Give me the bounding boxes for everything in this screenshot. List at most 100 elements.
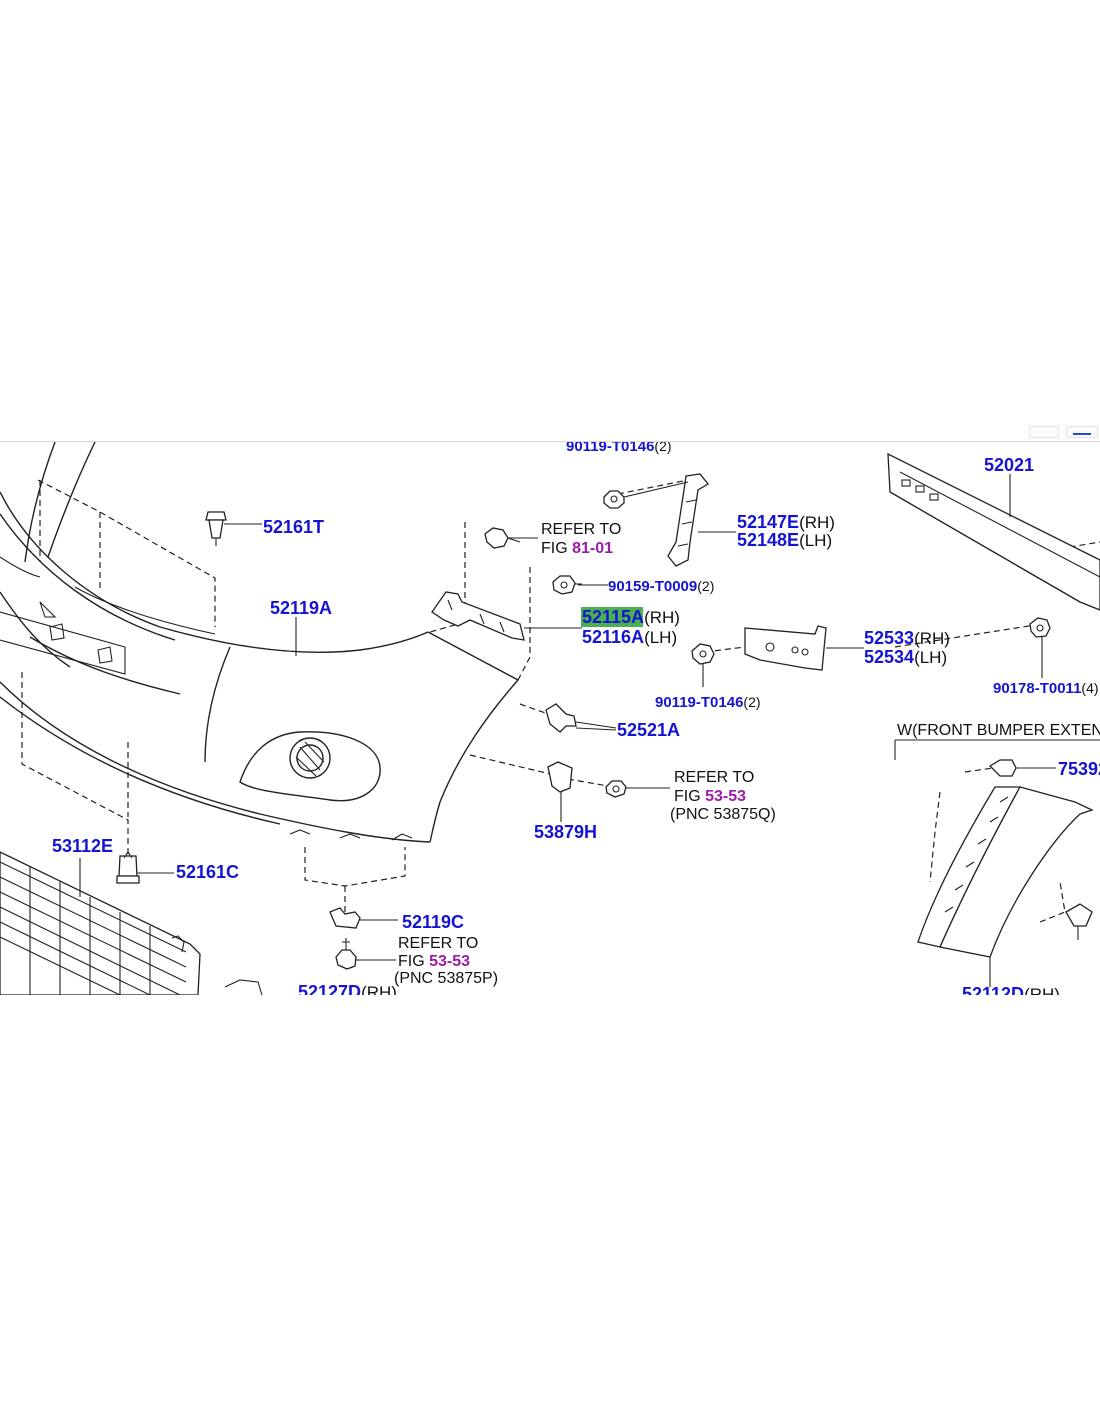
clip-52161C	[116, 851, 140, 884]
part-number[interactable]: 52521A	[617, 720, 680, 740]
svg-text:FIG 53-53: FIG 53-53	[674, 788, 746, 805]
fig-prefix: FIG	[541, 540, 572, 557]
bolt-refer-5353-a	[605, 780, 627, 798]
label-52521A[interactable]: 52521A	[617, 720, 680, 740]
bolt-90119-top	[603, 490, 625, 509]
side: (RH)	[799, 513, 835, 532]
side: (LH)	[799, 531, 832, 550]
svg-text:52116A(LH): 52116A(LH)	[582, 627, 677, 647]
quantity: (2)	[654, 442, 671, 454]
part-number[interactable]: 52112D	[962, 984, 1024, 995]
label-52534[interactable]: 52534(LH)	[864, 647, 947, 667]
label-refer-5353-a[interactable]: REFER TO FIG 53-53 (PNC 53875Q)	[670, 769, 776, 823]
front-bumper-extension-bracket	[894, 739, 1100, 760]
front-bumper-cover-drawing	[0, 442, 520, 843]
label-90178[interactable]: 90178-T0011(4)	[993, 680, 1099, 697]
svg-text:52533(RH): 52533(RH)	[864, 628, 950, 648]
part-number[interactable]: 90119-T0146	[655, 694, 743, 711]
label-75392[interactable]: 75392	[1058, 759, 1100, 779]
label-refer-81[interactable]: REFER TO FIG 81-01	[541, 521, 621, 557]
label-53112E[interactable]: 53112E	[52, 836, 113, 856]
label-52127D[interactable]: 52127D(RH)	[298, 982, 397, 995]
part-number[interactable]: 52127D	[298, 982, 361, 995]
pnc-text: (PNC 53875P)	[394, 970, 498, 987]
label-front-bumper-extension: W(FRONT BUMPER EXTENS	[897, 722, 1100, 739]
part-number[interactable]: 52148E	[737, 530, 799, 550]
quantity: (2)	[743, 694, 760, 710]
svg-text:52534(LH): 52534(LH)	[864, 647, 947, 667]
leader-lines	[79, 474, 1011, 961]
part-number[interactable]: 52021	[984, 455, 1034, 475]
side: (RH)	[914, 629, 950, 648]
section-heading: W(FRONT BUMPER EXTENS	[897, 722, 1100, 739]
part-number[interactable]: 52161T	[263, 517, 324, 537]
parts-diagram: 90119-T0146(2) 52021 52161T REFER TO FIG…	[0, 442, 1100, 995]
radiator-grille-53112E	[0, 851, 201, 995]
svg-text:90119-T0146(2): 90119-T0146(2)	[566, 442, 672, 455]
label-90159[interactable]: 90159-T0009(2)	[608, 578, 714, 595]
viewer-toolbar-button[interactable]	[1029, 426, 1059, 438]
part-number[interactable]: 52533	[864, 628, 914, 648]
label-90119-mid[interactable]: 90119-T0146(2)	[655, 694, 761, 711]
part-number[interactable]: 52147E	[737, 512, 799, 532]
part-number[interactable]: 90119-T0146	[566, 442, 654, 455]
extension-clip-small	[1065, 903, 1093, 940]
refer-text: REFER TO	[398, 935, 478, 952]
label-52119A[interactable]: 52119A	[270, 598, 332, 618]
svg-text:52127D(RH): 52127D(RH)	[298, 982, 397, 995]
svg-text:90178-T0011(4): 90178-T0011(4)	[993, 680, 1099, 697]
label-53879H[interactable]: 53879H	[534, 822, 597, 842]
side: (LH)	[644, 628, 677, 647]
svg-text:52115A(RH): 52115A(RH)	[582, 607, 680, 627]
viewer-toolbar-button-active[interactable]	[1066, 426, 1098, 438]
reinforcement-52021	[887, 452, 1100, 611]
part-number[interactable]: 75392	[1058, 759, 1100, 779]
label-refer-5353-b[interactable]: REFER TO FIG 53-53 (PNC 53875P)	[394, 935, 498, 987]
part-number[interactable]: 52116A	[582, 627, 644, 647]
bolt-90159	[552, 575, 582, 595]
part-number[interactable]: 52115A	[582, 607, 644, 627]
label-52161C[interactable]: 52161C	[176, 862, 239, 882]
extension-clip-75392	[988, 759, 1056, 777]
dashed-guide-lines	[21, 479, 1100, 943]
part-number[interactable]: 90159-T0009	[608, 578, 697, 595]
part-number[interactable]: 53112E	[52, 836, 113, 856]
part-number[interactable]: 52119C	[402, 912, 464, 932]
part-number[interactable]: 52534	[864, 647, 914, 667]
label-90119-top[interactable]: 90119-T0146(2)	[566, 442, 672, 455]
retainer-52115A	[431, 591, 525, 641]
label-52147E[interactable]: 52147E(RH)	[737, 512, 835, 532]
figure-link[interactable]: 53-53	[705, 788, 746, 805]
label-52116A[interactable]: 52116A(LH)	[582, 627, 677, 647]
figure-link[interactable]: 53-53	[429, 953, 470, 970]
part-number[interactable]: 52119A	[270, 598, 332, 618]
label-52115A[interactable]: 52115A(RH)	[582, 607, 680, 627]
svg-text:FIG 81-01: FIG 81-01	[541, 540, 613, 557]
quantity: (4)	[1081, 680, 1098, 696]
clip-52521A	[545, 703, 617, 733]
nut-52119C	[329, 907, 398, 929]
nut-90178	[1029, 617, 1051, 678]
label-52148E[interactable]: 52148E(LH)	[737, 530, 832, 550]
side: (RH)	[361, 983, 397, 995]
part-number[interactable]: 90178-T0011	[993, 680, 1081, 697]
label-52533[interactable]: 52533(RH)	[864, 628, 950, 648]
figure-link[interactable]: 81-01	[572, 540, 613, 557]
label-52119C[interactable]: 52119C	[402, 912, 464, 932]
svg-text:52112D(RH): 52112D(RH)	[962, 984, 1060, 995]
bolt-refer-81	[484, 527, 521, 549]
fig-prefix: FIG	[398, 953, 429, 970]
part-number[interactable]: 53879H	[534, 822, 597, 842]
bracket-52147E	[667, 473, 709, 567]
pnc-text: (PNC 53875Q)	[670, 806, 776, 823]
part-number[interactable]: 52161C	[176, 862, 239, 882]
side: (RH)	[644, 608, 680, 627]
clip-53879H	[547, 761, 573, 822]
front-bumper-extension-drawing	[917, 786, 1094, 987]
svg-text:52148E(LH): 52148E(LH)	[737, 530, 832, 550]
label-52161T[interactable]: 52161T	[263, 517, 324, 537]
parts-diagram-svg: 90119-T0146(2) 52021 52161T REFER TO FIG…	[0, 442, 1100, 995]
label-52021[interactable]: 52021	[984, 455, 1034, 475]
side: (LH)	[914, 648, 947, 667]
label-bottom-right[interactable]: 52112D(RH)	[962, 984, 1060, 995]
